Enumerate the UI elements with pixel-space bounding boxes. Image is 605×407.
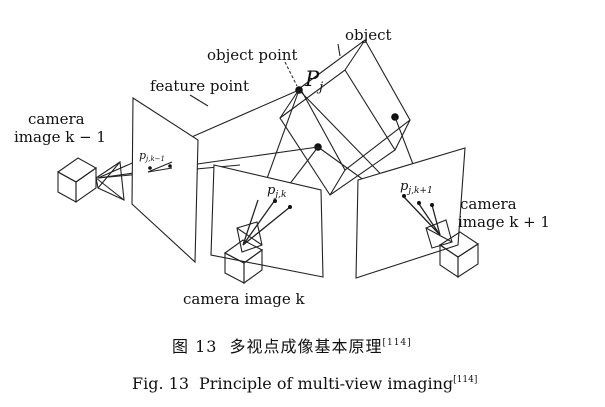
label-camera-middle: camera image k <box>183 290 306 308</box>
label-proj-left: pj,k−1 <box>139 149 165 163</box>
label-proj-mid: pj,k <box>267 183 286 200</box>
label-object-point: object point <box>207 46 297 64</box>
label-camera-right-1: camera <box>460 195 517 213</box>
label-proj-right: pj,k+1 <box>400 179 433 196</box>
label-object: object <box>345 26 392 44</box>
label-camera-right-2: image k + 1 <box>458 213 550 231</box>
label-camera-left-1: camera <box>28 110 85 128</box>
image-plane-left <box>131 96 199 264</box>
object-cube <box>279 39 411 196</box>
leader-lines <box>189 43 341 107</box>
image-plane-middle <box>210 164 324 278</box>
camera-middle <box>223 221 264 285</box>
camera-left <box>56 157 125 204</box>
image-plane-right <box>355 147 466 279</box>
label-pj: Pj <box>304 67 323 95</box>
camera-right <box>425 219 480 279</box>
label-feature-point: feature point <box>150 77 249 95</box>
label-camera-left-2: image k − 1 <box>14 128 106 146</box>
